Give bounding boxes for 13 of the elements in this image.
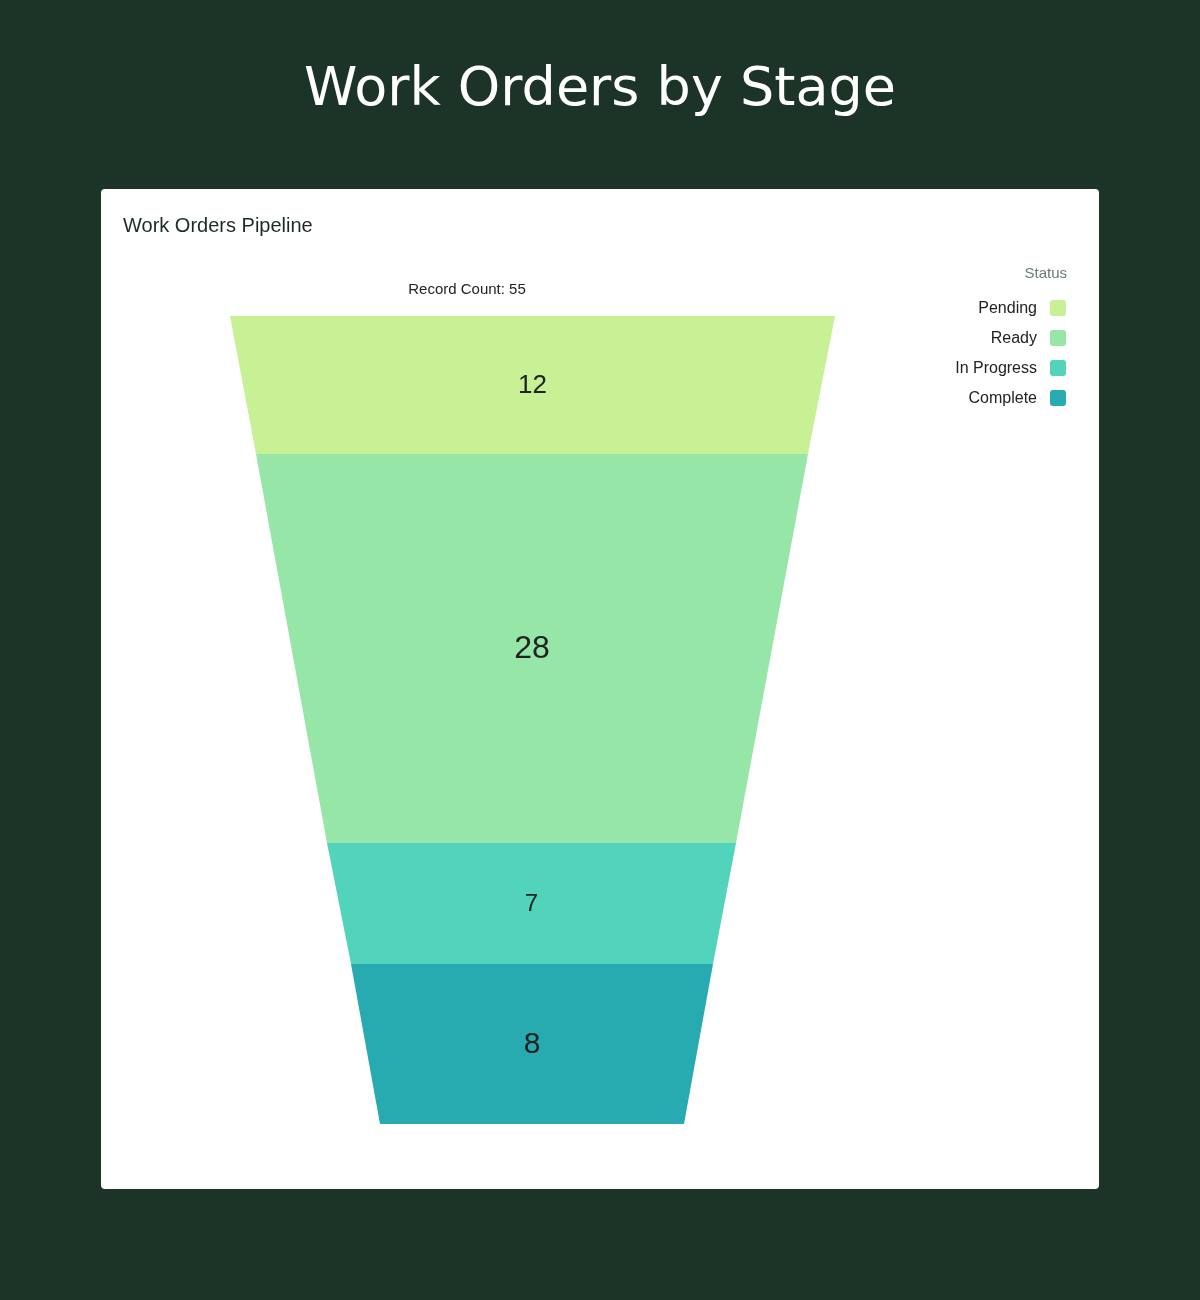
legend-label: Pending bbox=[978, 299, 1037, 317]
page-title: Work Orders by Stage bbox=[302, 55, 898, 118]
legend-label: Complete bbox=[968, 389, 1037, 407]
value-label: 28 bbox=[513, 629, 551, 667]
legend-heading: Status bbox=[1023, 264, 1067, 281]
chart-panel bbox=[101, 189, 1099, 1189]
legend-label: In Progress bbox=[955, 359, 1037, 377]
chart-subtitle: Record Count: 55 bbox=[407, 280, 527, 297]
legend-label: Ready bbox=[990, 329, 1037, 347]
value-label: 8 bbox=[522, 1026, 542, 1060]
value-label: 12 bbox=[517, 369, 548, 401]
chart-title: Work Orders Pipeline bbox=[123, 214, 313, 237]
value-label: 7 bbox=[523, 889, 540, 918]
